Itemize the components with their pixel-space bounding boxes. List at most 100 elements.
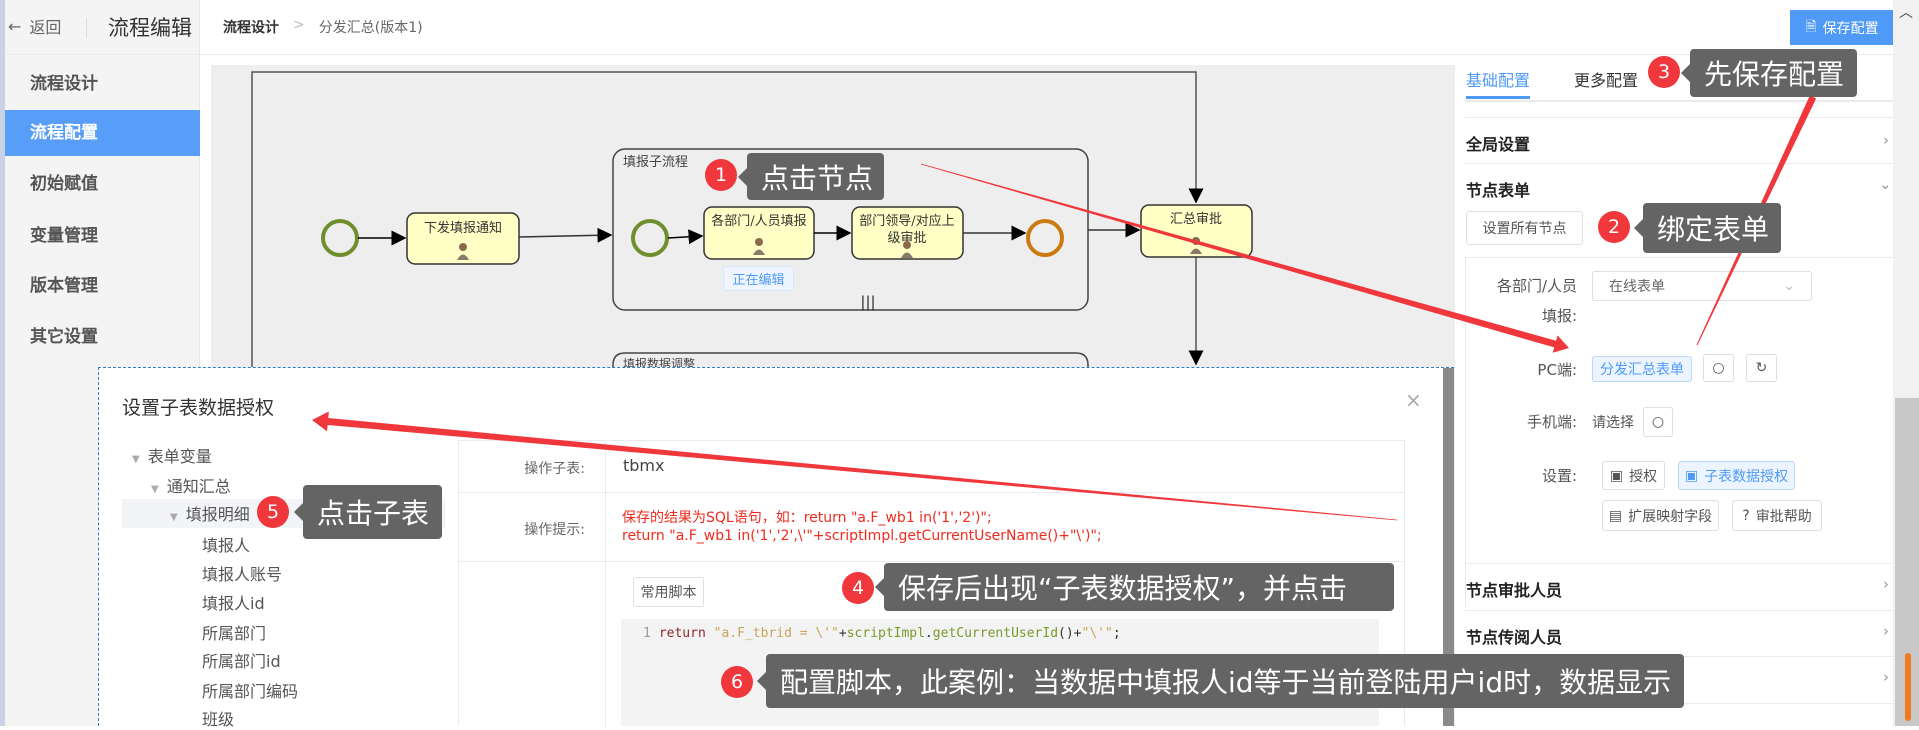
tab-more-config[interactable]: 更多配置: [1574, 71, 1639, 90]
auth-button[interactable]: ▣授权: [1602, 461, 1665, 490]
task-notify-label: 下发填报通知: [424, 220, 502, 236]
code-token: ()+: [1058, 626, 1082, 641]
caret-down-icon[interactable]: ▼: [170, 512, 178, 523]
app-title: 流程编辑: [108, 16, 192, 40]
code-token: .: [924, 626, 933, 641]
step-callout: 先保存配置: [1681, 49, 1857, 97]
code-token: "\'": [1081, 626, 1113, 641]
tree-node-label: 填报人: [202, 536, 251, 555]
task-summary-label: 汇总审批: [1170, 212, 1222, 227]
tree-node-label: 填报人账号: [202, 565, 283, 584]
tree-node-label: 所属部门: [202, 624, 267, 643]
sidebar-item[interactable]: 版本管理: [30, 276, 98, 296]
form-type-select[interactable]: 在线表单 ⌄: [1592, 271, 1812, 301]
editing-tag-label: 正在编辑: [732, 273, 785, 288]
caret-down-icon[interactable]: ▼: [132, 454, 140, 465]
help-icon: ?: [1742, 507, 1750, 524]
common-scripts-button[interactable]: 常用脚本: [633, 577, 704, 607]
search-pc-form-button[interactable]: ○: [1703, 354, 1734, 382]
divider: [1465, 610, 1893, 611]
back-button[interactable]: ← 返回: [8, 14, 61, 38]
auth-label: 授权: [1629, 468, 1658, 485]
tree-node[interactable]: 所属部门编码: [202, 678, 298, 702]
sidebar-item[interactable]: 其它设置: [30, 327, 98, 347]
line-number: 1: [643, 626, 651, 641]
form-border: [1465, 257, 1466, 607]
chevron-right-icon[interactable]: ›: [1883, 131, 1889, 149]
id-card-icon: ▣: [1684, 467, 1699, 484]
document-icon: ▤: [1608, 507, 1623, 524]
scroll-indicator: [1905, 653, 1911, 721]
form-type-value: 在线表单: [1609, 279, 1665, 295]
sub-start-event-icon[interactable]: [631, 219, 669, 257]
step-callout: 点击子表: [294, 485, 442, 539]
row-divider: [459, 492, 1404, 493]
scroll-up-icon[interactable]: ︿: [1899, 5, 1913, 21]
mobile-value: 请选择: [1592, 415, 1634, 431]
tree-node[interactable]: 填报人id: [202, 590, 265, 614]
caret-down-icon[interactable]: ▼: [151, 484, 159, 495]
node-fill-label: 填报:: [1541, 307, 1577, 325]
section-approvers[interactable]: 节点审批人员: [1466, 581, 1563, 600]
breadcrumb-item[interactable]: 流程设计: [223, 20, 279, 36]
step-callout: 配置脚本，此案例：当数据中填报人id等于当前登陆用户id时，数据显示: [757, 654, 1684, 708]
set-all-nodes-button[interactable]: 设置所有节点: [1466, 211, 1583, 245]
section-readers[interactable]: 节点传阅人员: [1466, 628, 1563, 647]
task-approve[interactable]: 部门领导/对应上 级审批: [851, 206, 964, 260]
approval-help-button[interactable]: ?审批帮助: [1732, 500, 1822, 531]
step-badge: 2: [1598, 211, 1630, 243]
chevron-right-icon[interactable]: ›: [1883, 622, 1889, 640]
tree-node-label: 表单变量: [147, 447, 212, 466]
chevron-down-icon: ⌄: [1783, 278, 1795, 294]
sidebar-item[interactable]: 初始赋值: [30, 174, 98, 194]
pc-form-tag[interactable]: 分发汇总表单: [1592, 356, 1692, 382]
step-badge: 6: [721, 666, 753, 698]
section-node-form[interactable]: 节点表单: [1466, 181, 1531, 200]
reset-pc-form-button[interactable]: ↻: [1746, 354, 1777, 382]
code-line: return "a.F_tbrid = \'"+scriptImpl.getCu…: [659, 626, 1121, 641]
save-config-button[interactable]: 🗎 保存配置: [1790, 10, 1894, 45]
sidebar-item[interactable]: 流程设计: [30, 74, 98, 94]
tree-node[interactable]: ▼通知汇总: [151, 473, 231, 497]
chevron-right-icon[interactable]: ›: [1883, 575, 1889, 593]
sidebar-item[interactable]: 流程配置: [5, 110, 200, 156]
divider: [1465, 163, 1893, 164]
start-event-icon[interactable]: [321, 219, 359, 257]
search-mobile-form-button[interactable]: ○: [1643, 407, 1673, 437]
tree-node[interactable]: ▼ 表单变量: [132, 443, 212, 467]
tree-node[interactable]: 填报人账号: [202, 561, 282, 585]
tip-label: 操作提示:: [524, 522, 585, 538]
chevron-down-icon[interactable]: ⌄: [1879, 175, 1892, 193]
close-icon[interactable]: ×: [1405, 388, 1422, 412]
ext-mapping-label: 扩展映射字段: [1628, 508, 1713, 525]
chevron-right-icon[interactable]: ›: [1883, 668, 1889, 686]
task-approve-label: 级审批: [887, 231, 926, 246]
flow-line: [518, 227, 613, 243]
save-file-icon: 🗎: [1805, 17, 1817, 34]
ext-mapping-button[interactable]: ▤ 扩展映射字段: [1602, 500, 1719, 531]
task-summary[interactable]: 汇总审批: [1140, 204, 1253, 258]
flow-line: [667, 229, 704, 245]
section-global-settings[interactable]: 全局设置: [1466, 135, 1531, 154]
person-icon: [753, 238, 765, 255]
row-divider: [459, 561, 1404, 562]
sidebar-item[interactable]: 变量管理: [30, 226, 98, 246]
tree-node[interactable]: 填报人: [202, 532, 250, 556]
code-token: +: [838, 626, 847, 641]
outer-flow-line: [251, 71, 1204, 380]
step-badge: 4: [842, 572, 874, 604]
tree-node[interactable]: ▼填报明细: [170, 501, 250, 525]
tab-basic-config[interactable]: 基础配置: [1466, 67, 1531, 99]
tree-node-label: 班级: [202, 710, 235, 729]
end-event-icon[interactable]: [1026, 219, 1064, 257]
tree-node[interactable]: 所属部门id: [202, 648, 281, 672]
task-notify[interactable]: 下发填报通知: [406, 212, 520, 265]
tree-node[interactable]: 所属部门: [202, 620, 266, 644]
subtable-label: 操作子表:: [524, 461, 585, 477]
dialog-scrollbar[interactable]: [1443, 368, 1454, 726]
tree-node[interactable]: 班级: [202, 706, 234, 730]
subprocess-fill[interactable]: 填报子流程 |||: [612, 148, 1089, 311]
subtable-auth-button[interactable]: ▣子表数据授权: [1678, 461, 1795, 490]
task-fill[interactable]: 各部门/人员填报: [703, 206, 815, 260]
step-callout: 保存后出现“子表数据授权”，并点击: [875, 563, 1394, 611]
